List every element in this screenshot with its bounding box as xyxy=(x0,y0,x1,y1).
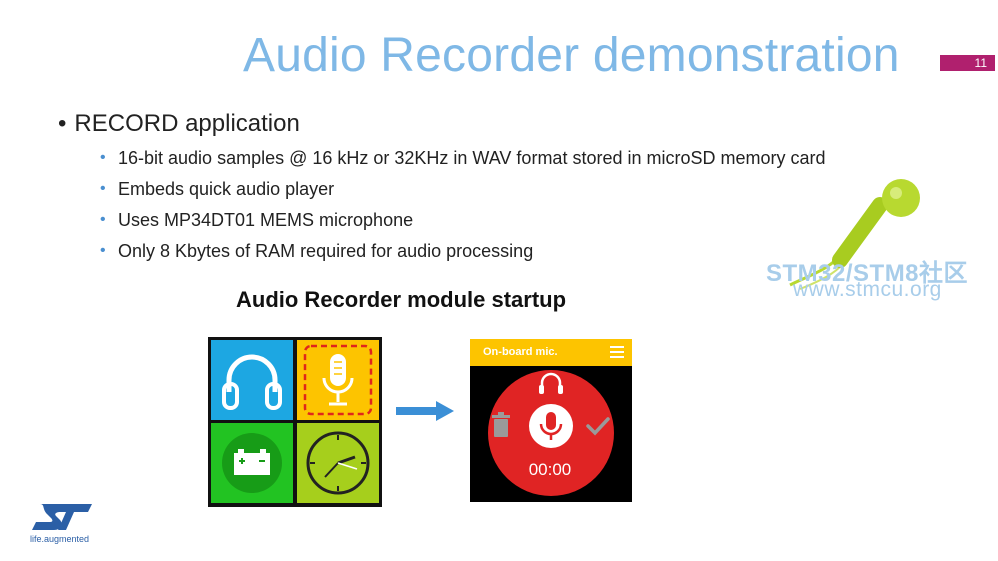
watermark-url: www.stmcu.org xyxy=(793,278,942,301)
trash-icon[interactable] xyxy=(492,412,510,437)
sub-bullet-item: Embeds quick audio player xyxy=(100,178,826,209)
watermark-title: STM32/STM8社区 xyxy=(766,260,969,287)
sub-bullet-item: 16-bit audio samples @ 16 kHz or 32KHz i… xyxy=(100,147,826,178)
microphone-icon[interactable] xyxy=(529,404,573,448)
logo-tagline: life.augmented xyxy=(30,534,90,544)
device-header: On-board mic. xyxy=(470,339,632,366)
headphones-icon xyxy=(222,354,282,410)
section-heading: Audio Recorder module startup xyxy=(236,287,567,312)
battery-icon xyxy=(222,433,282,493)
tile-microphone[interactable] xyxy=(297,340,379,420)
check-icon[interactable] xyxy=(586,417,610,436)
sub-bullet-item: Only 8 Kbytes of RAM required for audio … xyxy=(100,240,826,271)
main-bullet: • RECORD application xyxy=(58,110,300,138)
tile-clock[interactable] xyxy=(297,423,379,503)
sub-bullet-list: 16-bit audio samples @ 16 kHz or 32KHz i… xyxy=(100,147,826,271)
menu-icon[interactable] xyxy=(610,346,624,358)
slide-title: Audio Recorder demonstration xyxy=(243,29,900,82)
tile-battery[interactable] xyxy=(211,423,293,503)
microphone-art-icon xyxy=(789,179,920,290)
device-screen: On-board mic. xyxy=(470,339,632,502)
page-number: 11 xyxy=(940,55,995,71)
app-tile-grid xyxy=(208,337,382,507)
sub-bullet-item: Uses MP34DT01 MEMS microphone xyxy=(100,209,826,240)
bullet-dot-icon: • xyxy=(58,110,67,137)
record-timer: 00:00 xyxy=(528,460,572,479)
clock-icon xyxy=(306,431,370,495)
device-header-label: On-board mic. xyxy=(483,346,558,358)
st-logo-icon xyxy=(32,504,92,530)
tile-headphones[interactable] xyxy=(211,340,293,420)
headphones-icon[interactable] xyxy=(539,372,563,394)
right-arrow-icon xyxy=(396,401,454,421)
record-panel xyxy=(488,370,614,496)
main-bullet-text: RECORD application xyxy=(74,110,300,137)
microphone-icon xyxy=(303,344,373,416)
